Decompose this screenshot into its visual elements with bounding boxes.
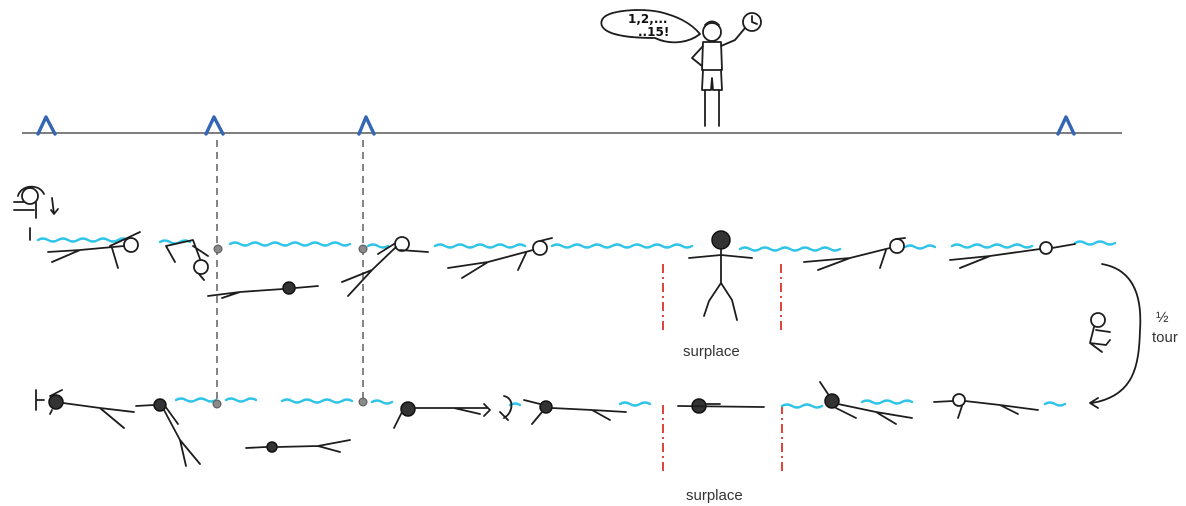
swimmer-top-surplace [688, 230, 753, 321]
swimmer-bottom-6 [819, 381, 913, 425]
marker-dot-top-2 [358, 244, 368, 254]
half-turn-arrow [1089, 263, 1142, 409]
swimmer-bottom-5 [523, 399, 627, 425]
half-turn-figure [1089, 312, 1111, 353]
lane-marker-3 [357, 115, 376, 136]
counting-text-line2: ..15! [638, 25, 670, 39]
swimmer-top-6 [803, 237, 906, 271]
swimmer-bottom-turn [499, 395, 513, 421]
coach-figure [600, 9, 762, 127]
dive-entry-figure [13, 185, 59, 241]
lane-marker-4 [1056, 115, 1076, 136]
marker-dot-bottom-1 [212, 399, 222, 409]
lane-markers [36, 115, 1076, 136]
swimmer-top-2 [165, 239, 209, 281]
water-line-bottom [174, 397, 1067, 409]
lane-marker-1 [36, 115, 57, 136]
lane-marker-2 [204, 115, 225, 136]
counting-text-line1: 1,2,... [628, 12, 668, 26]
swimmer-top-5 [447, 237, 553, 279]
swimmer-bottom-surplace [677, 398, 765, 414]
half-turn-fraction: ½ [1156, 309, 1169, 326]
swimmer-top-3 [207, 281, 319, 299]
swimmer-top-7 [949, 241, 1076, 269]
surplace-label-top: surplace [683, 343, 740, 360]
swimmer-bottom-2 [135, 398, 201, 467]
swimmer-bottom-1 [35, 389, 135, 429]
swimmer-bottom-7 [933, 393, 1039, 419]
swimmer-bottom-3 [245, 439, 351, 453]
marker-dot-top-1 [213, 244, 223, 254]
water-line-top [36, 237, 1117, 252]
swimmer-top-4 [341, 236, 429, 297]
speech-bubble [600, 9, 701, 44]
swimmer-top-1 [47, 231, 141, 269]
marker-dot-bottom-2 [358, 397, 368, 407]
stopwatch-icon [742, 12, 762, 32]
swimmer-bottom-4 [393, 401, 491, 429]
surplace-label-bottom: surplace [686, 487, 743, 504]
half-turn-word: tour [1152, 329, 1178, 346]
